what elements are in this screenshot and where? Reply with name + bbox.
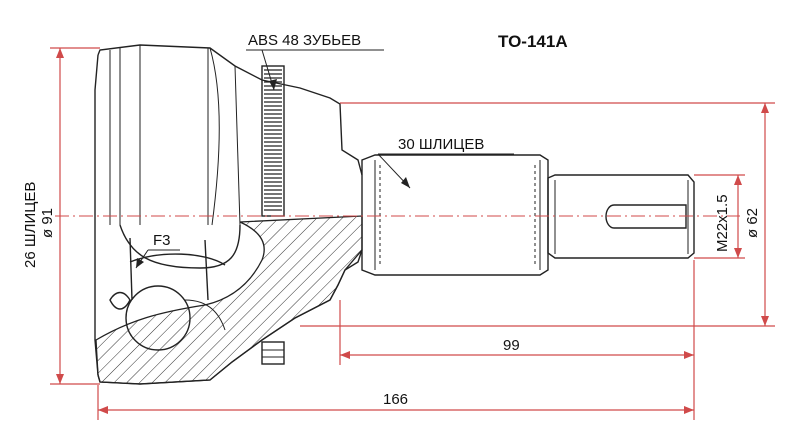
f3-callout: F3 (135, 232, 180, 269)
dim-thread: M22x1.5 (694, 174, 745, 259)
thread-label: M22x1.5 (714, 194, 731, 252)
inner-splines-label: 26 ШЛИЦЕВ (22, 182, 39, 268)
diameter-91-label: ø 91 (39, 208, 56, 238)
section-hatching (95, 215, 363, 385)
abs-label: ABS 48 ЗУБЬЕВ (248, 32, 361, 49)
dim-length-166: 166 (97, 260, 695, 420)
outer-splines-callout: 30 ШЛИЦЕВ (377, 136, 514, 189)
outer-splines-label: 30 ШЛИЦЕВ (398, 136, 484, 153)
diameter-62-label: ø 62 (744, 208, 761, 238)
shaft (361, 154, 695, 276)
dim-length-99: 99 (339, 300, 694, 365)
length-99-label: 99 (503, 337, 520, 354)
f3-label: F3 (153, 232, 171, 249)
abs-callout: ABS 48 ЗУБЬЕВ (246, 32, 384, 91)
length-166-label: 166 (383, 391, 408, 408)
dim-diameter-62: ø 62 (300, 102, 775, 327)
dim-diameter-91: ø 91 26 ШЛИЦЕВ (22, 47, 100, 385)
part-number-title: TO-141A (498, 32, 568, 51)
abs-ring (261, 65, 285, 217)
